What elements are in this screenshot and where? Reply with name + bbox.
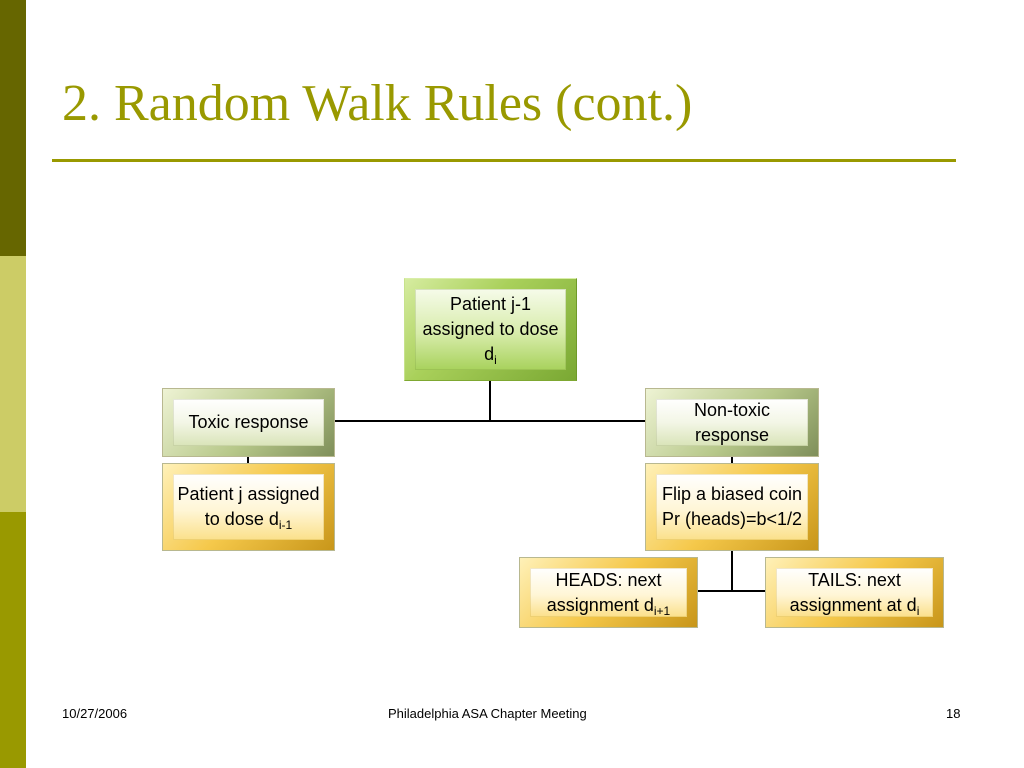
footer-event-name: Philadelphia ASA Chapter Meeting: [388, 706, 587, 721]
box-face: Non-toxic response: [656, 399, 808, 446]
box-face: Patient j-1 assigned to dose di: [415, 289, 566, 370]
box-label-text: Patient j-1 assigned to dose d: [422, 294, 559, 364]
box-patient-prev-dose: Patient j-1 assigned to dose di: [404, 278, 577, 381]
box-face: Patient j assigned to dose di-1: [173, 474, 324, 540]
box-label: Flip a biased coin Pr (heads)=b<1/2: [661, 484, 803, 529]
box-toxic-response: Toxic response: [162, 388, 335, 457]
sidebar-band-light: [0, 256, 26, 512]
box-label-text: HEADS: next assignment d: [546, 569, 662, 615]
box-label: Non-toxic response: [693, 399, 771, 445]
footer-page-number: 18: [946, 706, 961, 721]
box-label-subscript: i: [916, 603, 920, 617]
title-underline: [52, 159, 956, 162]
box-label-subscript: i+1: [653, 603, 671, 617]
box-label: HEADS: next assignment di+1: [530, 568, 687, 617]
box-patient-lower-dose: Patient j assigned to dose di-1: [162, 463, 335, 551]
box-label: TAILS: next assignment at di: [776, 568, 933, 617]
box-tails-next-assignment: TAILS: next assignment at di: [765, 557, 944, 628]
box-label-text: Patient j assigned to dose d: [177, 484, 320, 529]
slide-title: 2. Random Walk Rules (cont.): [62, 75, 693, 132]
box-label-subscript: i: [494, 353, 497, 367]
box-label: Patient j-1 assigned to dose di: [415, 292, 566, 367]
box-non-toxic-response: Non-toxic response: [645, 388, 819, 457]
box-label: Toxic response: [188, 412, 309, 432]
box-face: Toxic response: [173, 399, 324, 446]
box-label-text: TAILS: next assignment at d: [789, 569, 917, 615]
box-face: Flip a biased coin Pr (heads)=b<1/2: [656, 474, 808, 540]
box-face: HEADS: next assignment di+1: [530, 568, 687, 617]
box-label: Patient j assigned to dose di-1: [173, 482, 324, 532]
footer-date: 10/27/2006: [62, 706, 128, 721]
sidebar-band-olive: [0, 512, 26, 768]
box-flip-biased-coin: Flip a biased coin Pr (heads)=b<1/2: [645, 463, 819, 551]
box-label-subscript: i-1: [278, 518, 293, 532]
sidebar-band-dark: [0, 0, 26, 256]
box-heads-next-assignment: HEADS: next assignment di+1: [519, 557, 698, 628]
box-face: TAILS: next assignment at di: [776, 568, 933, 617]
